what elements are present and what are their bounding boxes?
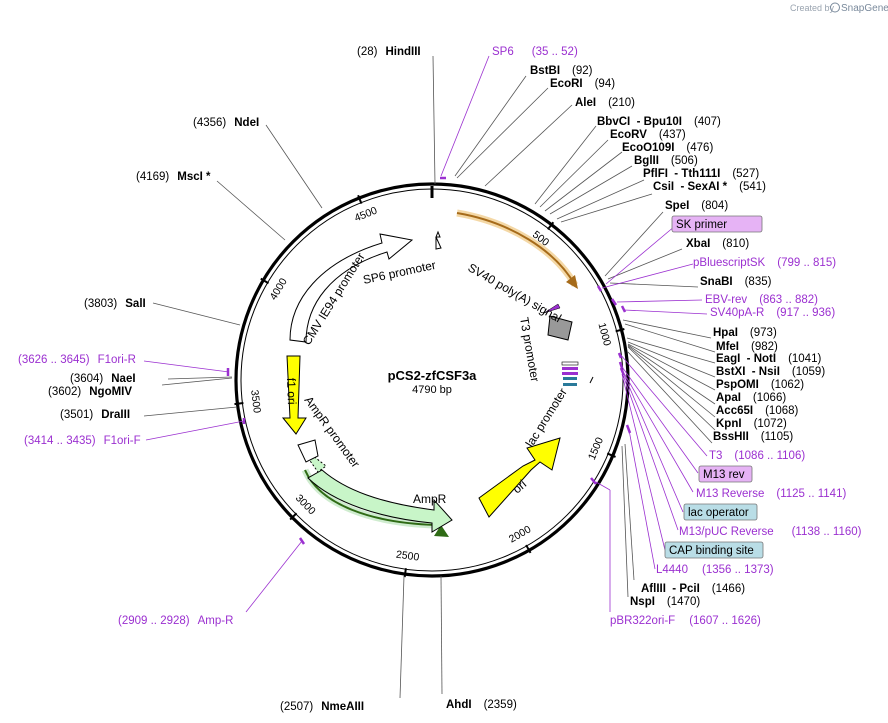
feature-lac-operator-box[interactable] (683, 503, 758, 521)
feature-ampr-promoter[interactable] (297, 439, 327, 473)
enzyme-spei[interactable]: SpeI(804) (665, 200, 728, 212)
enzyme-kpni[interactable]: KpnI(1072) (716, 418, 787, 430)
primer-t3[interactable]: T3(1086 .. 1106) (709, 450, 805, 462)
enzyme-csii[interactable]: CsiI - SexAI *(541) (653, 181, 766, 193)
tick-mark-3000 (289, 512, 298, 521)
enzyme-apai[interactable]: ApaI(1066) (716, 392, 786, 404)
enzyme-hpai[interactable]: HpaI(973) (713, 327, 777, 339)
feature-sp6-promoter[interactable] (435, 230, 442, 250)
enzyme-msci[interactable]: (4169)MscI * (136, 171, 211, 183)
feature-label-sv40: SV40 poly(A) signal (466, 260, 564, 325)
feature-lac-promoter[interactable] (589, 376, 594, 384)
tick-label-4000: 4000 (268, 276, 290, 302)
feature-ampr[interactable] (301, 468, 453, 537)
primer-f1ori-r[interactable]: (3626 .. 3645)F1ori-R (18, 354, 136, 366)
enzyme-xbai[interactable]: XbaI(810) (686, 238, 749, 250)
primer-sk-box[interactable] (671, 215, 763, 233)
feature-label-t3: T3 promoter (517, 316, 542, 383)
tick-label-1000: 1000 (595, 322, 613, 348)
enzyme-ngomiv[interactable]: (3602)NgoMIV (48, 386, 132, 398)
tick-label-2500: 2500 (395, 549, 420, 564)
plasmid-name: pCS2-zfCSF3a (388, 368, 478, 383)
tick-mark-500 (547, 221, 555, 231)
enzyme-pspomi[interactable]: PspOMI(1062) (716, 379, 804, 391)
credit-prefix: Created by (790, 3, 835, 13)
primer-amp-r[interactable]: (2909 .. 2928)Amp-R (118, 615, 233, 627)
primer-m13-reverse[interactable]: M13 Reverse(1125 .. 1141) (696, 488, 846, 500)
primer-f1ori-f[interactable]: (3414 .. 3435)F1ori-F (24, 435, 141, 447)
enzyme-ecori[interactable]: EcoRI(94) (550, 78, 615, 90)
tick-mark-1000 (615, 328, 625, 333)
primer-m13-rev-box[interactable] (698, 465, 753, 483)
primer-sv40pa-r[interactable]: SV40pA-R(917 .. 936) (710, 307, 835, 319)
enzyme-mfei[interactable]: MfeI(982) (716, 341, 778, 353)
feature-ori[interactable] (478, 437, 561, 518)
enzyme-nspi[interactable]: NspI(1470) (630, 596, 700, 608)
feature-cmv-promoter[interactable] (289, 233, 414, 343)
feature-label-f1-ori: f1 ori (284, 378, 299, 405)
enzyme-ecorv[interactable]: EcoRV(437) (610, 129, 686, 141)
enzyme-bsshii[interactable]: BssHII(1105) (713, 431, 793, 443)
primer-leaders (143, 55, 708, 613)
tick-label-3500: 3500 (248, 389, 263, 414)
tick-label-1500: 1500 (586, 435, 606, 461)
tick-label-4500: 4500 (353, 205, 379, 225)
tick-mark-1500 (606, 452, 616, 458)
enzyme-bbvci[interactable]: BbvCI - Bpu10I(407) (597, 116, 721, 128)
enzyme-sali[interactable]: (3803)SalI (84, 298, 146, 310)
feature-cap-binding-site-box[interactable] (664, 541, 764, 559)
tick-mark-2000 (525, 544, 532, 554)
enzyme-bstbi[interactable]: BstBI(92) (530, 65, 593, 77)
credit-brand: SnapGene (841, 3, 888, 14)
enzyme-draiii[interactable]: (3501)DraIII (60, 409, 130, 421)
snapgene-logo-icon (830, 2, 840, 13)
feature-label-lac: lac promoter (523, 386, 570, 450)
primer-m13-rev-label: M13 rev (703, 469, 745, 481)
enzyme-alei[interactable]: AleI(210) (575, 97, 635, 109)
primer-l4440[interactable]: L4440(1356 .. 1373) (656, 564, 774, 576)
tick-mark-3500 (234, 402, 244, 406)
feature-f1-ori[interactable] (281, 355, 307, 435)
enzyme-pflfi[interactable]: PflFI - Tth111I(527) (643, 168, 759, 180)
enzyme-bglii[interactable]: BglII(506) (634, 155, 698, 167)
enzyme-ecoo109i[interactable]: EcoO109I(476) (622, 142, 713, 154)
enzyme-snabi[interactable]: SnaBI(835) (700, 276, 772, 288)
enzyme-eagi[interactable]: EagI - NotI(1041) (716, 353, 821, 365)
enzyme-ahdi[interactable]: AhdI(2359) (446, 699, 517, 711)
feature-label-sp6: SP6 promoter (362, 258, 437, 287)
enzyme-nmeaiii[interactable]: (2507)NmeAIII (280, 701, 364, 713)
plasmid-length: 4790 bp (412, 384, 452, 396)
enzyme-ndei[interactable]: (4356)NdeI (193, 117, 259, 129)
tick-mark-4500 (357, 194, 363, 204)
primer-pbluescriptsk[interactable]: pBluescriptSK(799 .. 815) (693, 257, 836, 269)
feature-t3-region[interactable] (543, 303, 579, 386)
tick-label-2000: 2000 (507, 523, 533, 545)
enzyme-leaders (143, 55, 716, 699)
feature-cap-binding-site-label: CAP binding site (669, 545, 754, 557)
tick-mark-2500 (403, 568, 407, 578)
primer-sk-label: SK primer (676, 219, 727, 231)
tick-mark-4000 (260, 277, 270, 285)
primer-m13-puc-reverse[interactable]: M13/pUC Reverse(1138 .. 1160) (679, 526, 862, 538)
feature-sv40-polya[interactable] (456, 209, 579, 289)
primer-sp6[interactable]: SP6(35 .. 52) (492, 46, 578, 58)
enzyme-naei[interactable]: (3604)NaeI (70, 373, 136, 385)
primer-ebv-rev[interactable]: EBV-rev(863 .. 882) (705, 294, 818, 306)
enzyme-hindiii[interactable]: (28)HindIII (357, 46, 421, 58)
enzyme-acc65i[interactable]: Acc65I(1068) (716, 405, 799, 417)
feature-lac-operator-label: lac operator (688, 507, 749, 519)
primer-pbr322ori-f[interactable]: pBR322ori-F(1607 .. 1626) (610, 615, 761, 627)
enzyme-afliii[interactable]: AflIII - PciI(1466) (641, 583, 745, 595)
enzyme-bstxi[interactable]: BstXI - NsiI(1059) (716, 366, 825, 378)
feature-label-ampr: AmpR (413, 492, 447, 506)
